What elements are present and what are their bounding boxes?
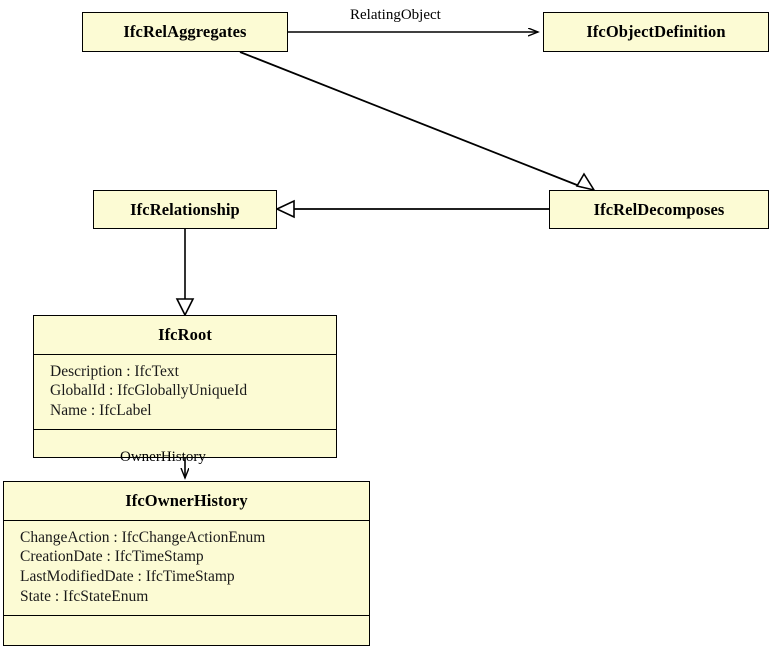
edge-aggregates-generalization	[239, 51, 596, 192]
class-box-ifcrelationship[interactable]: IfcRelationship	[93, 190, 277, 229]
attribute-compartment: Description : IfcText GlobalId : IfcGlob…	[34, 353, 336, 429]
class-box-ifcreldecomposes[interactable]: IfcRelDecomposes	[549, 190, 769, 229]
class-title: IfcRoot	[158, 325, 212, 344]
operation-compartment	[4, 614, 369, 637]
edge-decomposes-generalization	[275, 199, 549, 219]
attribute-row: State : IfcStateEnum	[20, 587, 149, 605]
operation-compartment	[34, 428, 336, 448]
class-title: IfcObjectDefinition	[586, 22, 726, 41]
attribute-row: Name : IfcLabel	[50, 402, 152, 419]
attribute-row: GlobalId : IfcGloballyUniqueId	[50, 382, 248, 400]
edge-label-owner-history: OwnerHistory	[120, 449, 206, 465]
class-box-ifcobjectdefinition[interactable]: IfcObjectDefinition	[543, 12, 769, 52]
attribute-row: CreationDate : IfcTimeStamp	[20, 548, 204, 566]
class-title: IfcRelationship	[130, 200, 240, 219]
class-box-ifcrelaggregates[interactable]: IfcRelAggregates	[82, 12, 288, 52]
edge-label-relating-object: RelatingObject	[350, 7, 441, 23]
attribute-row: Description : IfcText	[50, 362, 179, 380]
class-title: IfcRelAggregates	[123, 22, 247, 41]
edge-relationship-generalization	[175, 229, 195, 317]
attribute-row: ChangeAction : IfcChangeActionEnum	[20, 528, 266, 546]
attribute-row: LastModifiedDate : IfcTimeStamp	[20, 568, 235, 585]
class-box-ifcroot[interactable]: IfcRoot Description : IfcText GlobalId :…	[33, 315, 337, 458]
attribute-compartment: ChangeAction : IfcChangeActionEnum Creat…	[4, 519, 369, 615]
class-title: IfcOwnerHistory	[125, 491, 248, 510]
class-box-ifcownerhistory[interactable]: IfcOwnerHistory ChangeAction : IfcChange…	[3, 481, 370, 646]
class-title: IfcRelDecomposes	[593, 200, 725, 219]
